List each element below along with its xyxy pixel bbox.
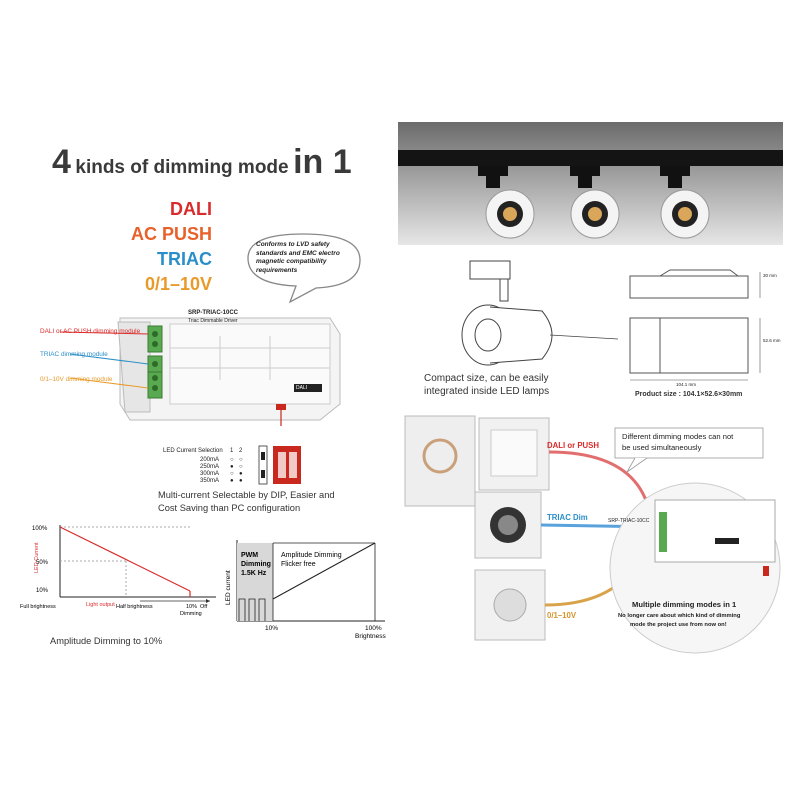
bubble-text: Conforms to LVD safety standards and EMC…: [256, 241, 340, 274]
speech-bubble: [247, 233, 361, 304]
pwm-label: Dimming: [241, 561, 271, 568]
y-tick-100: 100%: [32, 526, 48, 532]
amp-label: Flicker free: [281, 561, 316, 568]
pwm-chart: PWM Dimming 1.5K Hz Amplitude Dimming Fl…: [225, 540, 386, 640]
dip-switch: [258, 445, 301, 485]
wiring-driver-model: SRP-TRIAC-10CC: [608, 518, 650, 524]
x-tick-full: Full brightness: [20, 604, 56, 610]
dimension-drawing: [629, 269, 761, 381]
annot-dimming: Dimming: [180, 611, 202, 617]
mode-010v: 0/1–10V: [144, 274, 212, 294]
dip-caption-2: Cost Saving than PC configuration: [158, 503, 301, 513]
pwm-label: PWM: [241, 552, 258, 559]
y-tick-50: 50%: [36, 560, 49, 566]
y-axis-label: LED Current: [34, 542, 40, 573]
track-lights-photo: [398, 122, 783, 245]
dip-row: 300mA ○●: [200, 471, 243, 477]
headline: 4 kinds of dimming mode in 1: [52, 143, 352, 182]
pwm-label: 1.5K Hz: [241, 570, 267, 577]
wiring-note-1: Different dimming modes can not: [622, 432, 734, 441]
driver-brand: DALI: [296, 385, 308, 391]
x-tick-10: 10%: [186, 604, 197, 610]
amp-label: Amplitude Dimming: [281, 552, 342, 559]
multi-desc-1: No longer care about which kind of dimmi…: [618, 613, 741, 619]
driver-module: [59, 317, 341, 426]
dip-title: LED Current Selection: [163, 448, 223, 454]
dip-row: 250mA ●○: [200, 464, 243, 470]
driver-subtitle: Triac Dimmable Driver: [188, 318, 238, 324]
x-axis-label: Brightness: [355, 633, 386, 640]
dip-col-2: 2: [239, 448, 243, 454]
dim-length: 104.1 mm: [676, 382, 697, 387]
wiring-010v: 0/1–10V: [547, 611, 577, 620]
multi-title: Multiple dimming modes in 1: [632, 600, 737, 609]
dip-caption-1: Multi-current Selectable by DIP, Easier …: [158, 490, 335, 500]
driver-model: SRP-TRIAC-10CC: [188, 310, 239, 316]
label-triac-module: TRIAC dimming module: [40, 351, 108, 358]
multi-desc-2: mode the project use from now on!: [630, 622, 727, 628]
x-tick-100: 100%: [365, 625, 382, 632]
product-size: Product size : 104.1×52.6×30mm: [635, 391, 743, 398]
headline-number: 4: [52, 143, 71, 181]
wiring-triac: TRIAC Dim: [547, 513, 588, 522]
mode-dali: DALI: [170, 199, 212, 219]
x-tick-off: Off: [200, 604, 208, 610]
headline-text: kinds of dimming mode: [75, 157, 289, 178]
dim-side-h: 30 mm: [763, 273, 777, 278]
annot-light: Light output: [86, 602, 115, 608]
lamp-drawing: [461, 260, 619, 366]
dip-row: 350mA ●●: [200, 478, 243, 484]
dim-front-h: 52.6 mm: [763, 338, 781, 343]
label-dali-module: DALI or AC PUSH dimming module: [40, 328, 141, 335]
x-tick-10: 10%: [265, 625, 278, 632]
y-tick-10: 10%: [36, 588, 49, 594]
mode-triac: TRIAC: [157, 249, 212, 269]
headline-suffix: in 1: [293, 143, 352, 181]
y-axis-label: LED current: [225, 570, 232, 605]
wiring-dali: DALI or PUSH: [547, 441, 599, 450]
dip-col-1: 1: [230, 448, 234, 454]
amplitude-caption: Amplitude Dimming to 10%: [50, 636, 163, 646]
mode-acpush: AC PUSH: [130, 224, 212, 244]
label-010v-module: 0/1–10V dimming module: [40, 376, 113, 383]
compact-caption-1: Compact size, can be easily: [424, 373, 549, 384]
wiring-note-2: be used simultaneously: [622, 443, 702, 452]
amplitude-chart: 100% 50% 10% LED Current Full brightness…: [20, 525, 216, 617]
dip-row: 200mA ○○: [200, 457, 243, 463]
compact-caption-2: integrated inside LED lamps: [424, 386, 550, 397]
x-tick-half: Half brightness: [116, 604, 153, 610]
wiring-diagram: [404, 415, 781, 654]
